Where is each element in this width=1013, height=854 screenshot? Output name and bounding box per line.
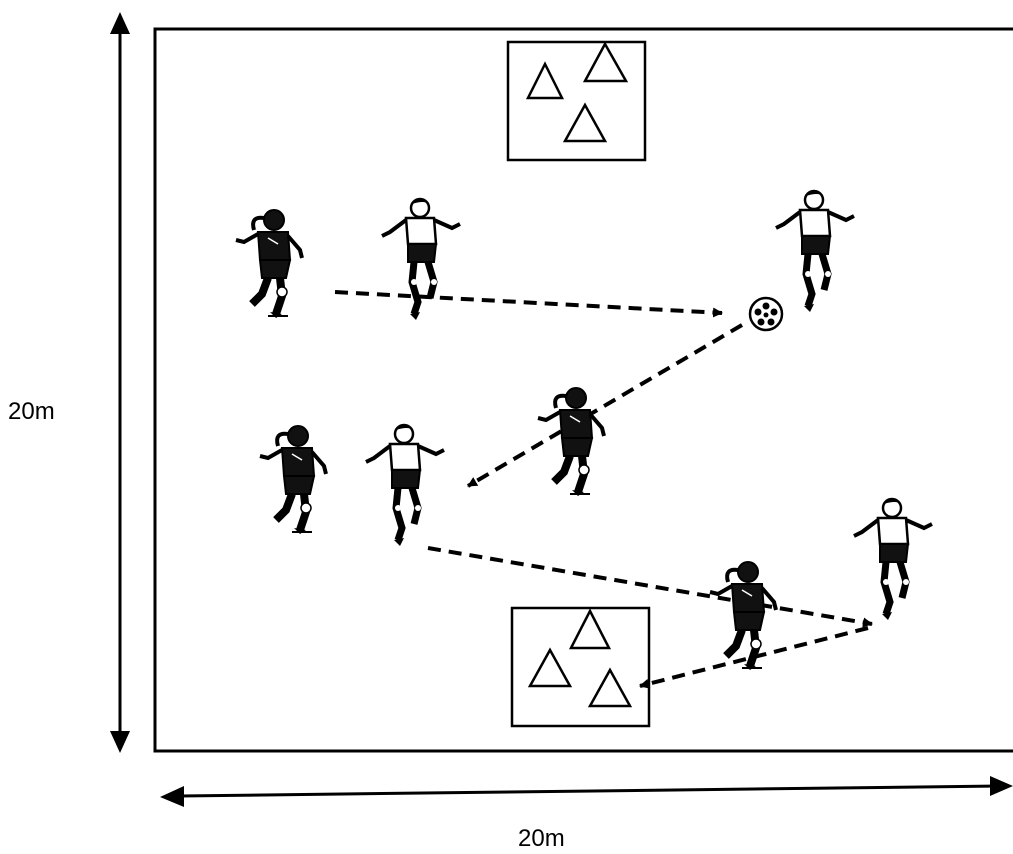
cone-icon xyxy=(525,61,565,100)
top-goal-zone xyxy=(506,40,647,162)
width-dimension-arrow xyxy=(160,776,1013,807)
pass-arrow xyxy=(334,290,723,318)
cone-icon xyxy=(587,667,633,708)
cone-icon xyxy=(568,608,612,650)
cone-icon xyxy=(582,41,629,83)
pass-arrow xyxy=(466,323,744,488)
height-label: 20m xyxy=(8,398,55,425)
bottom-goal-zone xyxy=(510,606,651,728)
cone-icon xyxy=(562,102,608,143)
pass-arrow xyxy=(427,546,873,628)
soccer-ball-icon xyxy=(748,296,784,332)
cone-icon xyxy=(527,647,573,688)
height-dimension-arrow xyxy=(110,12,130,753)
width-label: 20m xyxy=(518,825,565,852)
